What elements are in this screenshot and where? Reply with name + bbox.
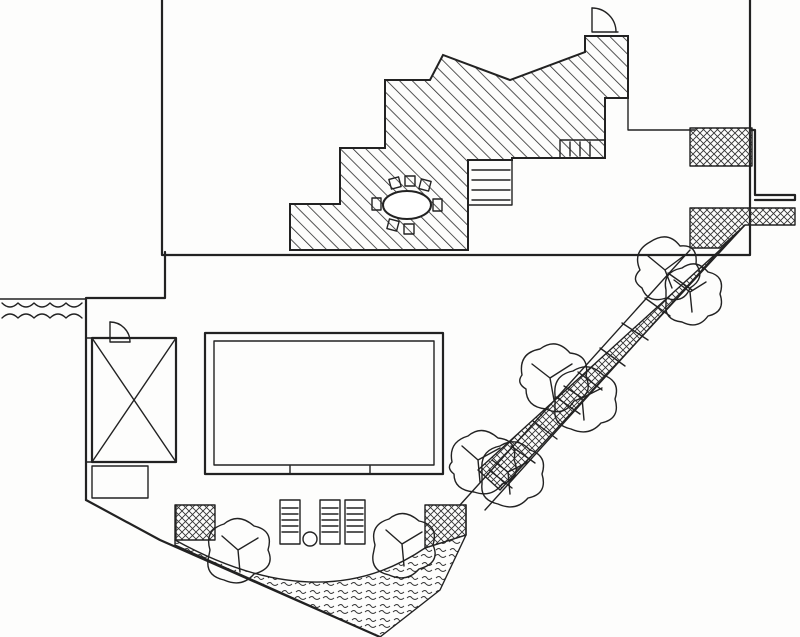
lounge-chair (279, 499, 301, 545)
planting-bed-curved (174, 534, 467, 637)
shrubs (207, 236, 723, 584)
shrub (554, 366, 618, 433)
shrub (372, 512, 436, 579)
shrub (519, 343, 589, 413)
shrub (664, 263, 723, 326)
stepping-stone (488, 469, 513, 489)
shrub (448, 429, 517, 495)
deck (289, 35, 696, 251)
pool-house-walls (85, 337, 93, 463)
stepping-stone (644, 297, 671, 317)
stepping-stone (599, 347, 626, 367)
stepping-stone (510, 445, 536, 464)
stepping-stone (621, 322, 649, 341)
stepping-stone (667, 272, 693, 291)
side-table (302, 531, 318, 547)
lounge-chair (344, 499, 366, 545)
stepping-stone (577, 371, 603, 391)
shrub (207, 517, 271, 584)
lounge-chairs (279, 499, 366, 547)
stepping-stone (532, 420, 558, 440)
shrub (481, 441, 545, 508)
fence-stones (1, 302, 83, 319)
dining-set (371, 175, 443, 235)
pool (203, 331, 445, 476)
pool-house (90, 336, 178, 499)
planting-bed (689, 127, 753, 167)
door-swing-top (591, 7, 619, 33)
planting-beds (174, 127, 796, 637)
lounge-chair (319, 499, 341, 545)
stepping-stone (555, 396, 581, 415)
planting-bed-diagonal (477, 224, 746, 491)
planting-bed (174, 504, 216, 541)
door-swing-pool-house (109, 321, 131, 343)
shrub (634, 236, 701, 301)
stepping-stone-path (459, 249, 721, 511)
